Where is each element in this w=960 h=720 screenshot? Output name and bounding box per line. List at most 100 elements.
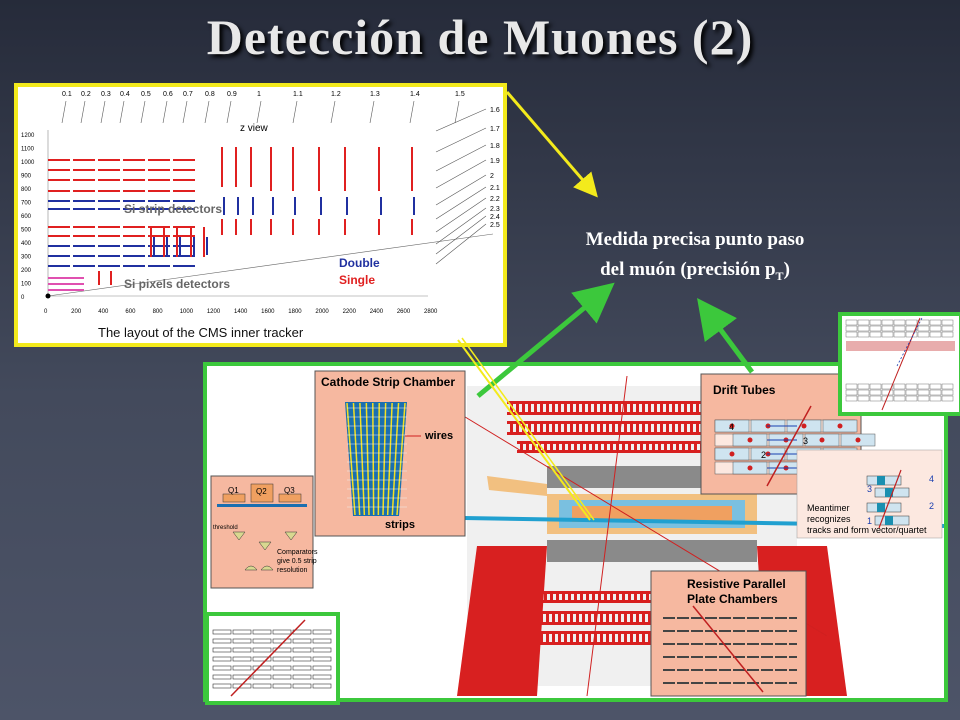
eta-label: 0.1 [62,91,72,98]
band-stripe [549,614,552,622]
band-stripe [609,404,612,412]
barrel-layer-segment [73,226,95,228]
caption-line2: del muón (precisión pT) [600,259,790,283]
inset-cell [917,331,930,338]
dt-number-2: 2 [761,450,766,460]
inset-tube [232,629,252,635]
band-stripe [661,444,664,450]
inset-cell [869,389,882,396]
solenoid-bottom [547,540,757,562]
band-stripe [601,444,604,450]
pixel-layer [48,277,84,279]
band-stripe [555,614,558,622]
eta-line [204,100,210,124]
band-stripe [687,404,690,412]
inset-cell [905,395,918,402]
band-stripe [633,404,636,412]
band-stripe [567,634,570,642]
x-tick-label: 200 [71,309,82,315]
endcap-disk-double [237,197,239,215]
band-stripe [595,594,598,600]
band-stripe [523,444,526,450]
band-stripe [595,444,598,450]
meantimer-hit [877,503,885,512]
inset-tube [312,629,332,635]
barrel-layer-segment [98,208,120,210]
inset-chamber-diagram-2 [212,619,332,697]
band-stripe [519,424,522,432]
drift-wire [801,423,807,429]
eta-label: 0.9 [227,91,237,98]
x-tick-label: 600 [125,309,136,315]
band-stripe [585,404,588,412]
x-tick-label: 400 [98,309,109,315]
band-stripe [555,404,558,412]
band-stripe [537,424,540,432]
inset-cell [905,389,918,396]
band-stripe [633,634,636,642]
inset-tube [252,683,272,689]
band-stripe [615,424,618,432]
csc-strip [359,402,366,516]
barrel-layer-segment [123,179,145,181]
y-tick-label: 1200 [21,133,35,139]
band-stripe [621,634,624,642]
meantimer-hit [885,516,893,525]
band-stripe [637,594,640,600]
csc-wires-label: wires [424,430,453,442]
inset-cell [893,383,906,390]
band-stripe [583,444,586,450]
barrel-layer-segment [173,159,195,161]
band-stripe [655,444,658,450]
inset-cell [941,383,954,390]
inset-cell [929,325,942,332]
barrel-layer-segment [48,226,70,228]
band-stripe [541,444,544,450]
csc-strip [382,402,387,516]
barrel-layer-segment [123,226,145,228]
barrel-layer-segment [98,169,120,171]
barrel-layer-segment [148,235,170,237]
band-stripe [621,424,624,432]
inset-tube [272,638,292,644]
inset-tube [212,656,232,662]
inset-cell [881,331,894,338]
inner-disk-double [153,237,155,255]
band-stripe [597,404,600,412]
eta-label: 0.2 [81,91,91,98]
band-stripe [555,424,558,432]
band-stripe [543,634,546,642]
inset-tube [252,629,272,635]
inset-tube [272,683,292,689]
inner-disk [176,227,178,257]
band-stripe [627,404,630,412]
inset-cell [845,389,858,396]
inset-tube [292,647,312,653]
band-stripe [621,614,624,622]
eta-label: 0.6 [163,91,173,98]
band-stripe [573,404,576,412]
endcap-disk [378,147,380,191]
barrel-layer-segment [173,255,195,257]
band-stripe [591,424,594,432]
band-stripe [579,634,582,642]
endcap-disk-double [413,197,415,215]
legend-double: Double [339,256,380,270]
band-stripe [559,594,562,600]
x-tick-label: 1000 [180,309,194,315]
band-stripe [543,614,546,622]
band-stripe [597,634,600,642]
band-stripe [631,444,634,450]
band-stripe [529,444,532,450]
endcap-disk [344,147,346,191]
band-stripe [625,444,628,450]
dt-number-4: 4 [729,422,734,432]
inset-cell [941,389,954,396]
band-stripe [615,634,618,642]
band-stripe [597,424,600,432]
inset-cell [929,395,942,402]
eta-label: 2.3 [490,206,500,213]
band-stripe [633,424,636,432]
inset-cell [845,319,858,326]
barrel-layer-segment [48,265,70,267]
